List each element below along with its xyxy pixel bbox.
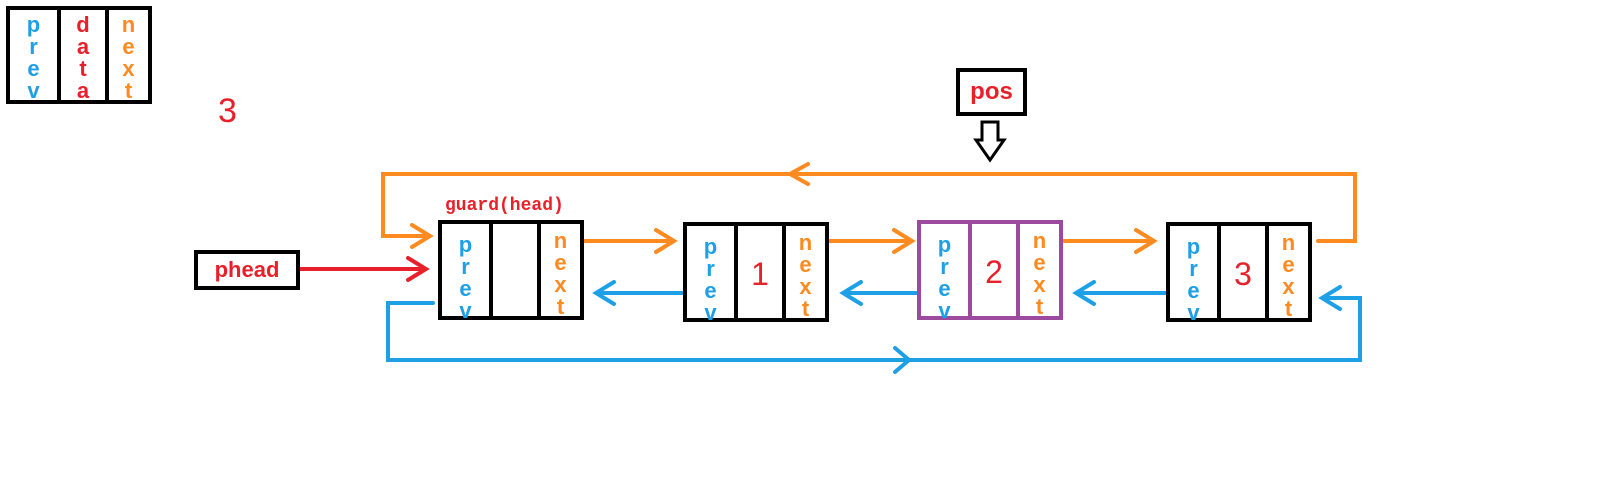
next-arrows: [381, 162, 1357, 254]
node-data-cell: 3: [1217, 226, 1265, 318]
counter-text: 3: [218, 92, 237, 130]
pos-label: pos: [956, 68, 1027, 116]
pos-arrow-icon: [973, 120, 1007, 163]
node-data-cell: 1: [734, 226, 782, 318]
phead-label: phead: [194, 250, 300, 290]
node-value: 2: [985, 254, 1003, 290]
node-value: 3: [1234, 256, 1252, 292]
phead-arrow: [296, 256, 430, 282]
node-data-cell: [489, 224, 537, 316]
node-data-cell: 2: [968, 224, 1016, 316]
prev-arrows: [386, 280, 1362, 374]
guard-label: guard(head): [445, 196, 564, 216]
node-value: 1: [751, 256, 769, 292]
